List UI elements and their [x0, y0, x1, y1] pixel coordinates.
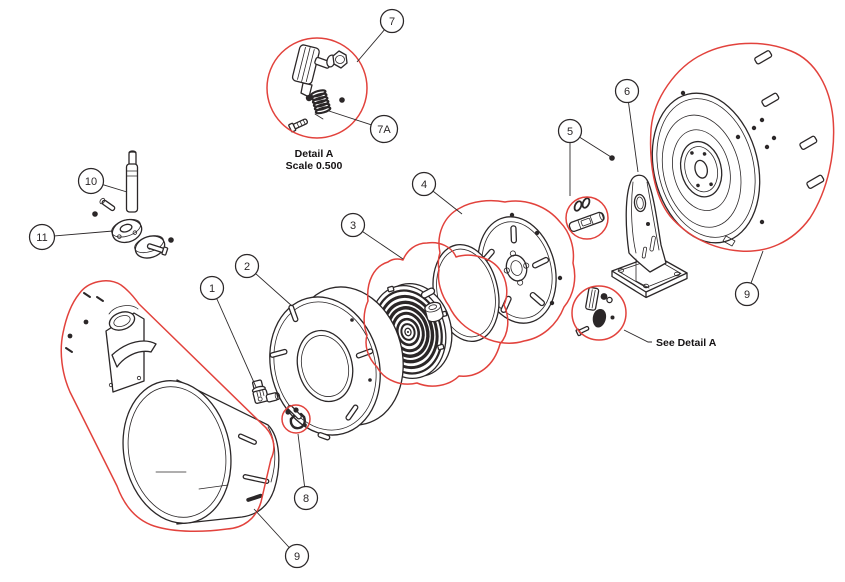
callout-6: 6 [614, 78, 640, 173]
roll-pin [420, 287, 436, 299]
part-swivel-pin [125, 150, 139, 213]
detail-a-scale: Scale 0.500 [286, 160, 343, 172]
red-group-outlines [60, 37, 835, 533]
callout-9-left: 9 [253, 508, 310, 569]
callout-11-leader [54, 230, 114, 237]
callout-11: 11 [28, 223, 114, 251]
part-spring-case [369, 282, 453, 380]
callout-8-leader [297, 433, 306, 487]
callout-7: 7 [356, 8, 405, 63]
callout-8: 8 [293, 433, 319, 511]
callout-3: 3 [340, 212, 404, 260]
callout-7a-number: 7A [377, 124, 391, 136]
callout-2-balloon [234, 253, 260, 279]
see-detail-a-leader [623, 329, 652, 343]
part-elbow-fitting [251, 379, 281, 404]
callout-3-balloon [340, 212, 366, 238]
detail-a-bolt [288, 118, 308, 133]
screw-dot [680, 90, 686, 96]
callout-8-balloon [293, 485, 319, 511]
callout-9-right-leader [750, 250, 764, 284]
wheel-screw-dots [509, 212, 563, 306]
group-9-right-outline [649, 42, 835, 252]
callout-11-number: 11 [36, 232, 47, 244]
callout-3-leader [362, 231, 404, 260]
callout-2: 2 [234, 253, 293, 307]
ball-detent [339, 97, 345, 103]
shell-screws [65, 292, 104, 353]
part-u-clip [285, 407, 306, 430]
callout-8-number: 8 [303, 493, 309, 505]
shell-slits [155, 433, 270, 502]
callout-7-balloon [379, 8, 405, 34]
callout-9-right-number: 9 [744, 289, 750, 301]
drum-slots [754, 50, 825, 190]
group-4-outline [437, 199, 576, 344]
roller-bushing [424, 301, 444, 323]
part-clamp-collars [92, 197, 174, 259]
callout-10-number: 10 [85, 176, 97, 188]
callout-5-balloon [557, 118, 583, 144]
callout-5-leader [579, 136, 612, 158]
drum-hole-dots [735, 117, 777, 150]
callout-7-number: 7 [389, 16, 395, 28]
cable-guide-arm [105, 305, 157, 393]
callout-10: 10 [77, 167, 128, 195]
callout-5: 5 [557, 118, 612, 196]
labels-layer: Detail A Scale 0.500 See Detail A [286, 148, 717, 349]
see-detail-a-circle [571, 285, 627, 341]
group-3-outline [363, 241, 509, 387]
flange-slots [269, 304, 374, 441]
part-mounting-bracket [611, 174, 688, 299]
callout-1-leader [216, 298, 257, 388]
group-9-left-outline [60, 280, 275, 533]
callout-1-number: 1 [209, 283, 215, 295]
latch-assembly-small [575, 286, 615, 337]
callout-7a-balloon [369, 114, 399, 144]
callout-2-leader [255, 273, 293, 307]
callout-5-number: 5 [567, 126, 573, 138]
part-shaft-assembly [568, 155, 615, 233]
callout-10-leader [102, 184, 128, 193]
callout-2-number: 2 [244, 261, 250, 273]
callout-4: 4 [411, 171, 463, 215]
screw-dot [759, 219, 765, 225]
callout-9-right-balloon [734, 281, 760, 307]
detail-a-latch [291, 44, 348, 102]
item-8-circle [281, 404, 311, 434]
part-drum-back-plate [651, 50, 825, 247]
detail-a-view [288, 44, 348, 133]
callout-3-number: 3 [350, 220, 356, 232]
callout-10-balloon [77, 167, 105, 195]
callout-7-leader [356, 29, 385, 63]
rim-tab [722, 235, 736, 247]
detail-a-spring [309, 89, 332, 120]
callout-1-balloon [199, 275, 225, 301]
callout-4-leader [432, 190, 463, 215]
see-detail-a-label: See Detail A [656, 337, 717, 349]
part-spool-flange [269, 286, 404, 441]
callout-6-number: 6 [624, 86, 630, 98]
callout-9-right: 9 [734, 250, 764, 307]
callout-9-left-leader [253, 508, 290, 548]
callout-1: 1 [199, 275, 257, 388]
callout-11-balloon [28, 223, 56, 251]
callout-7a: 7A [328, 110, 399, 144]
callout-6-leader [628, 102, 639, 173]
item-5-circle [565, 196, 609, 240]
callout-6-balloon [614, 78, 640, 104]
callout-9-left-balloon [284, 543, 310, 569]
detail-a-circle [266, 37, 368, 139]
part-shell-cover [65, 292, 280, 525]
nut-hex [332, 50, 348, 69]
callout-4-number: 4 [421, 179, 427, 191]
callout-9-left-number: 9 [294, 551, 300, 563]
callout-7a-leader [328, 110, 372, 126]
callouts-layer: 1 2 3 4 5 6 7 7A 8 9 9 10 11 [28, 8, 764, 569]
detail-a-title: Detail A [295, 148, 334, 160]
callout-4-balloon [411, 171, 437, 197]
